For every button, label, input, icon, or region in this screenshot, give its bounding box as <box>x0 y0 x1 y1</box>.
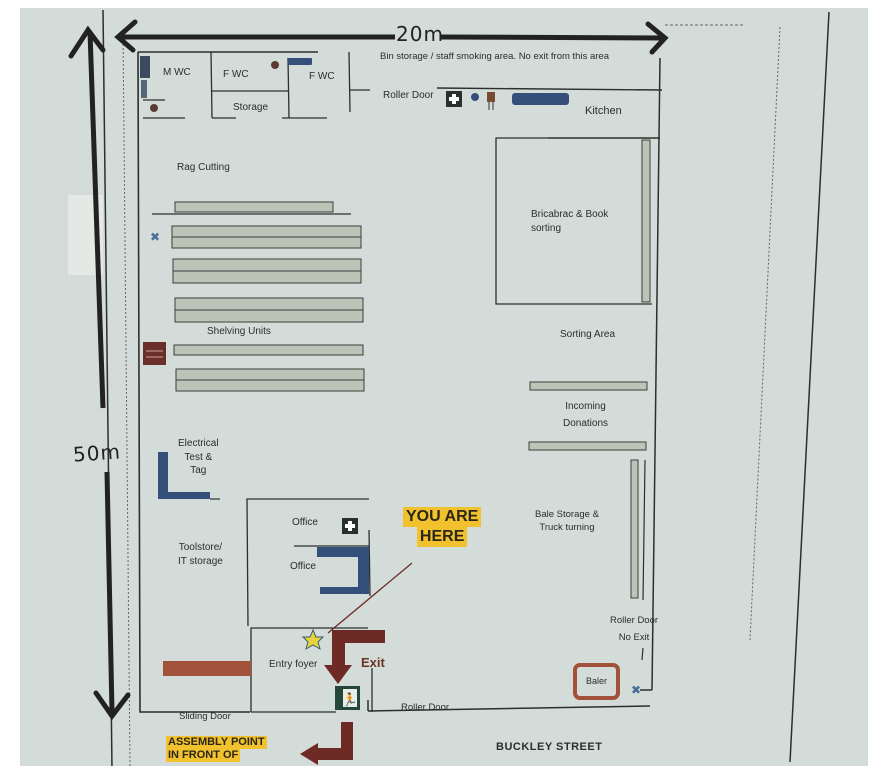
room-label-electrical-test-tag: Electrical Test & Tag <box>178 438 219 476</box>
baler-label: Baler <box>586 676 608 686</box>
wall-south <box>367 705 651 712</box>
room-label-incoming-donations: Incoming Donations <box>563 401 609 429</box>
dotted-boundary-left <box>122 31 131 767</box>
room-label-office: Office <box>290 561 316 572</box>
wall-east <box>651 57 661 691</box>
roller-door-label: Roller Door <box>401 702 450 713</box>
street-name: BUCKLEY STREET <box>496 741 603 753</box>
you-are-here-star-icon <box>301 628 325 651</box>
height-dimension-arrow <box>68 25 131 721</box>
dotted-boundary-right <box>749 26 781 641</box>
room-label-m-wc: M WC <box>163 67 191 78</box>
fire-blanket-icon <box>288 58 312 65</box>
sliding-door-bench <box>163 661 251 676</box>
room-label-entry-foyer: Entry foyer <box>269 659 318 670</box>
width-dimension-arrow <box>114 19 669 55</box>
bale-storage-shelving <box>630 459 639 599</box>
test-tag-bench <box>158 452 210 499</box>
roller-door-label: Roller Door <box>383 90 434 101</box>
page-bottom-margin <box>0 766 895 783</box>
room-label-shelving-units: Shelving Units <box>207 326 271 337</box>
hose-reel-icon: ✖ <box>150 230 160 244</box>
fire-alarm-icon <box>487 92 495 102</box>
bricabrac-shelving <box>641 139 651 303</box>
fire-extinguisher-icon <box>271 61 279 69</box>
page-border-right <box>789 11 830 763</box>
assembly-arrow-icon <box>300 722 353 765</box>
room-label-kitchen: Kitchen <box>585 105 622 117</box>
room-label-f-wc: F WC <box>309 71 335 82</box>
hose-reel-icon: ✖ <box>631 683 641 697</box>
svg-text:🏃: 🏃 <box>342 692 358 708</box>
roller-door-no-exit-label: Roller Door No Exit <box>610 615 659 643</box>
room-label-f-wc: F WC <box>223 69 249 80</box>
sorting-shelf <box>529 381 648 391</box>
floor-plan-paper <box>20 8 868 770</box>
hand-dryer-icon <box>140 56 150 78</box>
first-aid-icon <box>342 518 358 534</box>
assembly-point-note: ASSEMBLY POINT IN FRONT OF <box>166 736 267 762</box>
room-label-office: Office <box>292 517 318 528</box>
rag-cutting-bench <box>174 201 334 213</box>
baler-machine <box>573 663 620 700</box>
exit-label: Exit <box>361 655 385 670</box>
electrical-switchboard-icon <box>143 342 166 365</box>
office-desk <box>317 547 369 594</box>
evacuation-arrow-icon <box>324 630 385 684</box>
room-label-sorting-area: Sorting Area <box>560 329 616 340</box>
room-label-toolstore: Toolstore/ IT storage <box>178 542 223 567</box>
shelving-units <box>171 225 365 392</box>
first-aid-icon <box>446 91 462 107</box>
you-are-here-marker: YOU ARE HERE <box>403 507 482 547</box>
kitchen-bench <box>512 93 569 105</box>
bin-storage-note: Bin storage / staff smoking area. No exi… <box>380 51 609 62</box>
room-label-storage: Storage <box>233 102 269 113</box>
room-label-rag-cutting: Rag Cutting <box>177 162 230 173</box>
fire-hose-icon <box>471 93 479 101</box>
room-label-bricabrac: Bricabrac & Book sorting <box>531 209 609 234</box>
wall-west <box>137 51 250 713</box>
you-are-here-pointer <box>327 562 413 634</box>
width-label: 20m <box>396 22 444 46</box>
height-label: 50m <box>72 439 122 467</box>
fire-extinguisher-icon <box>150 104 158 112</box>
sliding-door-label: Sliding Door <box>179 711 231 722</box>
shelf-unit <box>173 344 364 356</box>
donations-shelf <box>528 441 647 451</box>
room-label-bale-storage: Bale Storage & Truck turning <box>535 509 599 533</box>
